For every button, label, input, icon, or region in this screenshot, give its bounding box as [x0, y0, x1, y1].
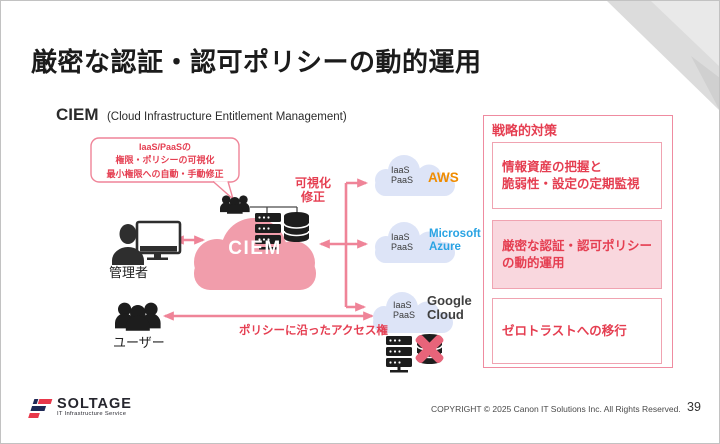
panel-item-zero-trust: ゼロトラストへの移行 [492, 298, 662, 364]
server-icon [386, 336, 412, 373]
users-icon [220, 195, 250, 214]
brand-tagline: IT Infrastructure Service [57, 411, 127, 417]
aws-label: AWS [428, 170, 459, 185]
page-title: 厳密な認証・認可ポリシーの動的運用 [31, 47, 482, 77]
azure-label: Microsoft Azure [429, 228, 481, 253]
bubble-line: 権限・ポリシーの可視化 [115, 155, 215, 166]
monitor-icon [135, 220, 182, 255]
subtitle-full-name: (Cloud Infrastructure Entitlement Manage… [106, 111, 347, 123]
access-policy-arrow-label: ポリシーに沿ったアクセス権 [239, 325, 388, 337]
users-group-icon [115, 302, 161, 331]
brand-name: SOLTAGE [57, 396, 132, 412]
copyright-text: COPYRIGHT © 2025 Canon IT Solutions Inc.… [431, 404, 681, 414]
subtitle-acronym: CIEM [56, 105, 99, 124]
panel-header: 戦略的対策 [492, 123, 558, 138]
ciem-label: CIEM [228, 238, 282, 259]
panel-item-asset-monitoring: 情報資産の把握と 脆弱性・設定の定期監視 [492, 142, 662, 209]
visualize-fix-label: 可視化 修正 [294, 176, 331, 205]
google-cloud-label: Google Cloud [427, 293, 472, 323]
admin-label: 管理者 [109, 265, 149, 280]
connector-bracket [250, 206, 298, 213]
x-mark-icon [415, 335, 444, 363]
users-label: ユーザー [113, 335, 165, 350]
panel-item-policy-operation-highlighted: 厳密な認証・認可ポリシー の動的運用 [492, 220, 662, 289]
aws-service-tag: IaaS PaaS [391, 165, 414, 185]
azure-service-tag: IaaS PaaS [391, 232, 414, 252]
soltage-logo-icon [28, 399, 53, 418]
page-number: 39 [687, 400, 701, 414]
subtitle: CIEM (Cloud Infrastructure Entitlement M… [56, 105, 347, 125]
strategic-measures-panel: 戦略的対策 情報資産の把握と 脆弱性・設定の定期監視 厳密な認証・認可ポリシー … [483, 115, 673, 368]
speech-bubble-text: IaaS/PaaSの 権限・ポリシーの可視化 最小権限への自動・手動修正 [91, 140, 239, 182]
bubble-line: IaaS/PaaSの [138, 142, 192, 153]
bubble-line: 最小権限への自動・手動修正 [106, 168, 224, 179]
admin-at-computer-icon [112, 220, 182, 265]
blocked-database-icon [415, 333, 444, 365]
google-service-tag: IaaS PaaS [393, 300, 416, 320]
